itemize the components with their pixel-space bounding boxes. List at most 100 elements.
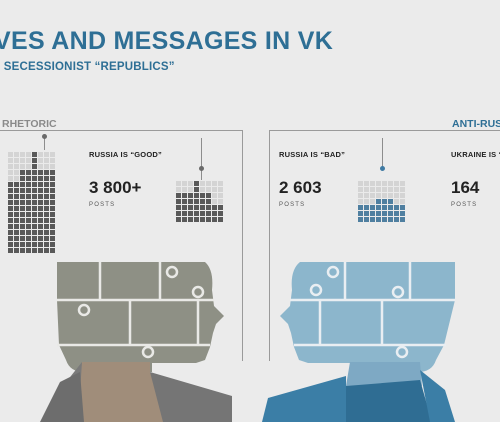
- grid-cell: [8, 194, 13, 199]
- grey-head-figure: [57, 262, 224, 372]
- grid-cell: [358, 187, 363, 192]
- grid-cell: [370, 199, 375, 204]
- grid-cell: [358, 181, 363, 186]
- posts-label-ukraine: POSTS: [451, 202, 478, 208]
- grid-cell: [50, 248, 55, 253]
- grid-cell: [376, 217, 381, 222]
- grid-cell: [194, 187, 199, 192]
- grid-cell: [206, 181, 211, 186]
- grid-cell: [44, 158, 49, 163]
- grid-cell: [44, 212, 49, 217]
- grid-cell: [194, 211, 199, 216]
- grid-cell: [38, 158, 43, 163]
- grid-cell: [38, 212, 43, 217]
- grid-cell: [44, 236, 49, 241]
- grid-cell: [188, 181, 193, 186]
- grid-cell: [20, 182, 25, 187]
- grid-cell: [218, 199, 223, 204]
- page-title: VES AND MESSAGES IN VK: [0, 27, 334, 55]
- grid-cell: [376, 211, 381, 216]
- grid-cell: [14, 212, 19, 217]
- grid-cell: [370, 211, 375, 216]
- grid-cell: [364, 187, 369, 192]
- grid-cell: [26, 224, 31, 229]
- grid-cell: [26, 212, 31, 217]
- section-label-left: RHETORIC: [2, 118, 57, 130]
- grid-cell: [50, 206, 55, 211]
- grid-cell: [200, 199, 205, 204]
- grid-cell: [26, 182, 31, 187]
- grid-cell: [8, 152, 13, 157]
- grid-cell: [188, 217, 193, 222]
- grid-cell: [370, 217, 375, 222]
- grid-cell: [14, 182, 19, 187]
- grid-cell: [394, 193, 399, 198]
- grid-cell: [200, 217, 205, 222]
- grid-cell: [388, 187, 393, 192]
- grid-cell: [200, 181, 205, 186]
- grid-cell: [26, 242, 31, 247]
- grid-cell: [382, 211, 387, 216]
- grid-cell: [32, 182, 37, 187]
- grid-left-partial: [8, 152, 55, 253]
- grid-cell: [364, 211, 369, 216]
- grid-cell: [44, 152, 49, 157]
- grid-cell: [8, 206, 13, 211]
- grid-cell: [370, 193, 375, 198]
- grid-cell: [370, 205, 375, 210]
- right-pointer-dot: [380, 166, 385, 171]
- grid-cell: [26, 176, 31, 181]
- grid-cell: [394, 211, 399, 216]
- grid-cell: [38, 182, 43, 187]
- grid-cell: [50, 164, 55, 169]
- grid-cell: [14, 230, 19, 235]
- grid-cell: [44, 188, 49, 193]
- grid-cell: [32, 200, 37, 205]
- grid-cell: [212, 181, 217, 186]
- grid-cell: [212, 187, 217, 192]
- grid-cell: [206, 217, 211, 222]
- grid-cell: [14, 236, 19, 241]
- grid-cell: [44, 194, 49, 199]
- grid-cell: [8, 224, 13, 229]
- grid-cell: [364, 199, 369, 204]
- grid-cell: [38, 170, 43, 175]
- grid-cell: [50, 224, 55, 229]
- grid-cell: [32, 236, 37, 241]
- grid-cell: [400, 211, 405, 216]
- grid-cell: [206, 211, 211, 216]
- grid-cell: [26, 194, 31, 199]
- grid-cell: [218, 181, 223, 186]
- grid-cell: [50, 152, 55, 157]
- grid-cell: [382, 187, 387, 192]
- grid-cell: [38, 236, 43, 241]
- grid-cell: [8, 182, 13, 187]
- grid-cell: [394, 205, 399, 210]
- value-russia-bad: 2 603: [279, 178, 322, 197]
- grid-cell: [44, 170, 49, 175]
- grid-cell: [200, 205, 205, 210]
- grid-cell: [188, 199, 193, 204]
- caption-russia-good: RUSSIA IS “GOOD”: [89, 150, 162, 159]
- grid-cell: [388, 205, 393, 210]
- grid-cell: [20, 206, 25, 211]
- grid-cell: [32, 212, 37, 217]
- grid-cell: [20, 164, 25, 169]
- mid-pointer-line: [201, 138, 202, 180]
- grid-cell: [44, 206, 49, 211]
- grid-cell: [212, 193, 217, 198]
- grid-cell: [32, 206, 37, 211]
- grid-cell: [8, 242, 13, 247]
- grid-cell: [14, 200, 19, 205]
- grid-cell: [394, 199, 399, 204]
- caption-ukraine: UKRAINE IS “G: [451, 150, 500, 159]
- left-pointer-dot: [42, 134, 47, 139]
- grid-cell: [206, 187, 211, 192]
- grid-cell: [44, 224, 49, 229]
- right-bracket-frame: [269, 130, 500, 361]
- grid-cell: [8, 164, 13, 169]
- grid-cell: [20, 158, 25, 163]
- grid-cell: [206, 199, 211, 204]
- grid-cell: [14, 188, 19, 193]
